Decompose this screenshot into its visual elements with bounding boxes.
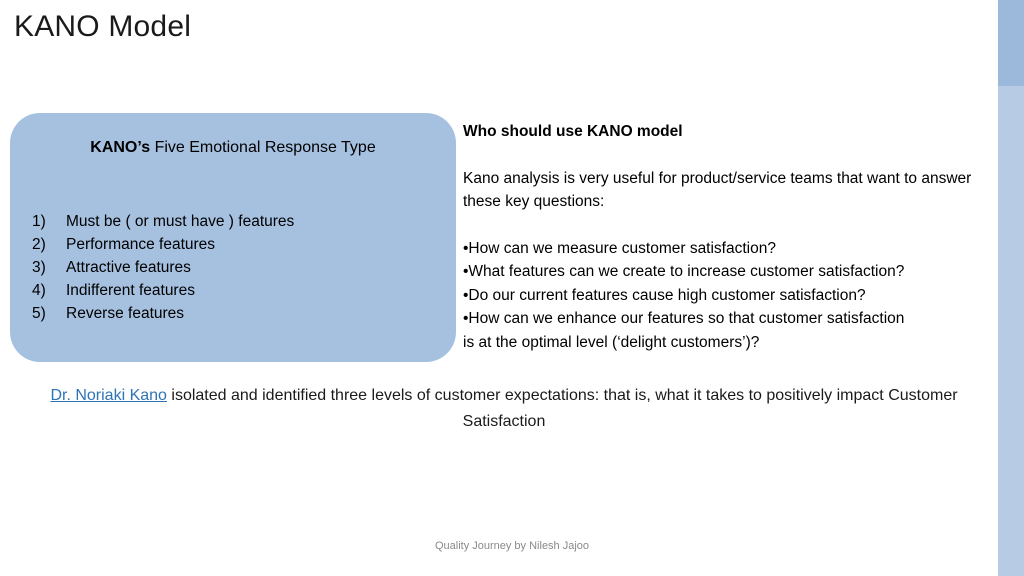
list-item-label: Attractive features <box>66 259 191 276</box>
list-item-label: Reverse features <box>66 305 185 322</box>
list-item-number: 4) <box>32 282 46 299</box>
list-item-number: 2) <box>32 236 46 253</box>
kano-types-list: 1) Must be ( or must have ) features 2) … <box>32 210 432 325</box>
kano-panel-heading: KANO’s Five Emotional Response Type <box>10 139 456 157</box>
list-item: 5) Reverse features <box>32 302 432 325</box>
list-item-label: Performance features <box>66 236 216 253</box>
key-questions-list: •How can we measure customer satisfactio… <box>463 237 988 355</box>
section-paragraph: Kano analysis is very useful for product… <box>463 169 972 211</box>
page-title: KANO Model <box>14 10 192 43</box>
list-item: 3) Attractive features <box>32 256 432 279</box>
list-item-number: 1) <box>32 213 46 230</box>
list-item: 2) Performance features <box>32 233 432 256</box>
who-should-use-section: Who should use KANO model Kano analysis … <box>463 120 988 354</box>
kano-reference-link[interactable]: Dr. Noriaki Kano <box>50 387 167 404</box>
list-item: •How can we measure customer satisfactio… <box>463 239 776 257</box>
decorative-bar-top <box>998 0 1024 86</box>
list-item: •How can we enhance our features so that… <box>463 310 905 327</box>
section-heading: Who should use KANO model <box>463 123 683 140</box>
list-item-label: Indifferent features <box>66 282 195 299</box>
list-item-continuation: is at the optimal level (‘delight custom… <box>463 333 760 351</box>
list-item-number: 5) <box>32 305 46 322</box>
caption-text: Dr. Noriaki Kano isolated and identified… <box>30 383 978 435</box>
slide-footer: Quality Journey by Nilesh Jajoo <box>434 540 590 552</box>
caption-rest: isolated and identified three levels of … <box>166 387 958 430</box>
decorative-bar-bottom <box>998 86 1024 576</box>
list-item-label: Must be ( or must have ) features <box>66 213 295 230</box>
kano-panel-heading-rest: Five Emotional Response Type <box>150 139 376 156</box>
kano-response-types-panel: KANO’s Five Emotional Response Type 1) M… <box>10 113 456 362</box>
list-item-number: 3) <box>32 259 46 276</box>
list-item: •Do our current features cause high cust… <box>463 286 866 304</box>
kano-panel-heading-strong: KANO’s <box>90 139 151 156</box>
list-item: •What features can we create to increase… <box>463 263 905 280</box>
list-item: 1) Must be ( or must have ) features <box>32 210 432 233</box>
list-item: 4) Indifferent features <box>32 279 432 302</box>
